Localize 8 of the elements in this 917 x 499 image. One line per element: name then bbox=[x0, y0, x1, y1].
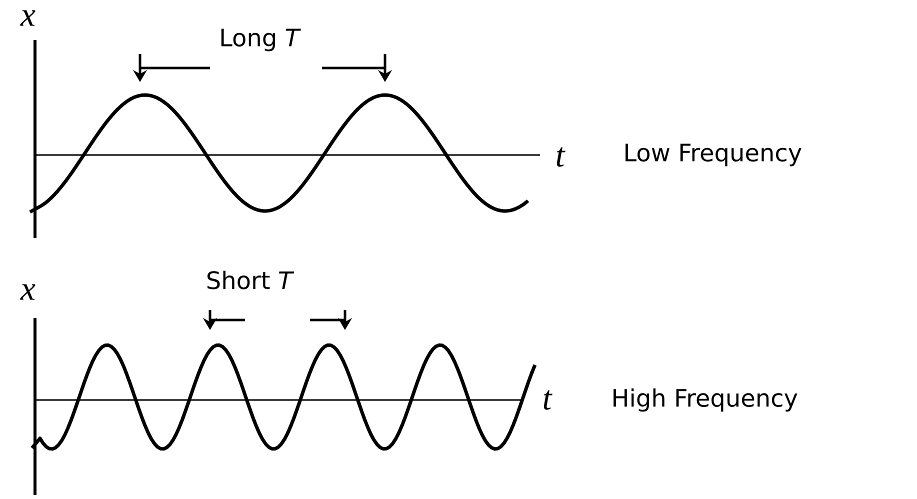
axis-label: t bbox=[556, 147, 566, 167]
graph-label: High Frequency bbox=[614, 388, 798, 412]
axis-label: t bbox=[544, 390, 552, 410]
axis-label: x bbox=[20, 284, 36, 300]
graph-label: Low Frequency bbox=[626, 144, 802, 166]
graph-label: Long T bbox=[221, 28, 301, 52]
graph-label: Short T bbox=[207, 270, 294, 290]
axis-label: x bbox=[20, 10, 36, 26]
